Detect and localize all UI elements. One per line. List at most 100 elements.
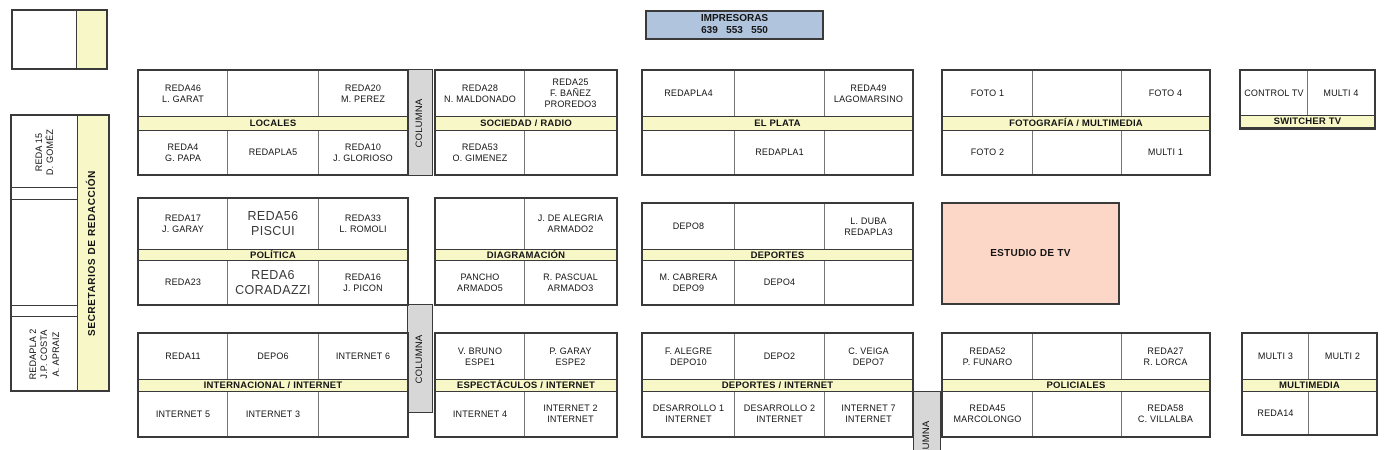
desk-cell: REDAPLA4 [643,71,735,116]
desk-cell: REDA11 [139,334,228,379]
secretarios-desk-column: REDA 15 D. GOMÉZ REDAPLA 2 J.P. COSTA A.… [12,116,78,390]
desk-cell: REDA52 P. FUNARO [943,334,1033,379]
group-fotografia-multimedia: FOTO 1 FOTO 4 FOTOGRAFÍA / MULTIMEDIA FO… [941,69,1211,176]
desk-cell: MULTI 2 [1324,351,1361,362]
desk-cell [319,392,407,436]
section-header: INTERNACIONAL / INTERNET [139,379,407,392]
desk-cell: INTERNET 2 INTERNET [543,403,598,424]
desk-cell [735,204,825,249]
desk-cell: C. VEIGA DEPO7 [848,345,889,367]
secretarios-label-strip: SECRETARIOS DE REDACCIÓN [78,116,108,390]
group-multimedia: MULTI 3 MULTI 2 MULTIMEDIA REDA14 [1241,332,1378,436]
desk-cell: INTERNET 7 INTERNET [841,403,896,424]
rotated-desk-cell [12,200,77,306]
group-espectaculos-internet: V. BRUNO ESPE1 P. GARAY ESPE2 ESPECTÁCUL… [434,332,618,438]
desk-cell: REDA20 M. PEREZ [340,82,386,104]
desk-cell: REDA27 R. LORCA [1143,345,1188,367]
desk-cell: R. PASCUAL ARMADO3 [543,271,598,293]
desk-cell: F. ALEGRE DEPO10 [643,334,735,379]
group-internacional-internet: REDA11 DEPO6 INTERNET 6 INTERNACIONAL / … [137,332,409,438]
section-header: LOCALES [139,116,407,131]
printers-title: IMPRESORAS [700,12,769,24]
desk-cell: REDA33 L. ROMOLI [339,213,387,234]
group-el-plata: REDAPLA4 REDA49 LAGOMARSINO EL PLATA RED… [641,69,914,176]
desk-cell: MULTI 4 [1323,87,1359,98]
studio-tv-area: ESTUDIO DE TV [941,202,1120,305]
desk-cell: V. BRUNO ESPE1 [436,334,525,379]
desk-cell: FOTO 1 [943,71,1033,116]
desk-cell: REDA10 J. GLORIOSO [333,141,393,163]
desk-cell: DEPO4 [735,261,825,304]
section-header: MULTIMEDIA [1243,379,1376,392]
desk-cell [643,131,735,174]
desk-cell: REDAPLA5 [228,131,319,174]
desk-cell: FOTO 4 [1148,88,1183,99]
desk-cell: REDA16 J. PICON [343,271,383,293]
desk-cell: REDA45 MARCOLONGO [943,392,1033,436]
desk-cell: INTERNET 6 [335,351,391,362]
desk-cell: REDA53 O. GIMENEZ [436,131,525,174]
desk-cell: MULTI 3 [1243,334,1309,379]
group-deportes: DEPO8 L. DUBA REDAPLA3 DEPORTES M. CABRE… [641,202,914,306]
desk-cell: REDA28 N. MALDONADO [436,71,525,116]
desk-cell: REDA56 PISCUI [228,199,319,249]
desk-cell: DEPO6 [228,334,319,379]
section-header: DIAGRAMACIÓN [436,249,616,261]
desk-cell: DESARROLLO 1 INTERNET [643,392,735,436]
group-switcher-tv: CONTROL TV MULTI 4 SWITCHER TV [1239,69,1376,130]
desk-yellow-strip [76,11,106,68]
desk-cell [1033,392,1122,436]
desk-cell: L. DUBA REDAPLA3 [844,215,893,237]
desk-cell [735,71,825,116]
desk-cell: REDA4 G. PAPA [139,131,228,174]
desk-cell: REDA58 C. VILLALBA [1137,403,1194,424]
desk-cell [525,131,616,174]
printers-box: IMPRESORAS 639 553 550 [645,10,824,40]
desk-cell: REDA23 [139,261,228,304]
section-header: DEPORTES [643,249,912,261]
desk-cell [436,199,525,249]
desk-cell: INTERNET 3 [228,392,319,436]
section-header: POLÍTICA [139,249,407,261]
desk-cell: REDA46 L. GARAT [139,71,228,116]
desk-cell [825,261,912,304]
desk-cell [1033,131,1122,174]
section-header: POLICIALES [943,379,1209,392]
desk-cell: REDA6 CORADAZZI [228,261,319,304]
group-policiales: REDA52 P. FUNARO REDA27 R. LORCA POLICIA… [941,332,1211,438]
desk-cell: J. DE ALEGRIA ARMADO2 [537,213,604,234]
desk-cell: MULTI 1 [1147,147,1184,158]
desk-cell: INTERNET 4 [436,392,525,436]
rotated-desk-cell: REDAPLA 2 J.P. COSTA A. APRAIZ [27,328,61,379]
printers-numbers: 639 553 550 [701,25,768,36]
group-sociedad-radio: REDA28 N. MALDONADO REDA25 F. BAÑEZ PROR… [434,69,618,176]
group-diagramacion: J. DE ALEGRIA ARMADO2 DIAGRAMACIÓN PANCH… [434,197,618,306]
group-deportes-internet: F. ALEGRE DEPO10 DEPO2 C. VEIGA DEPO7 DE… [641,332,914,438]
section-header: EL PLATA [643,116,912,131]
desk-cell: REDAPLA1 [735,131,825,174]
section-header: SWITCHER TV [1241,115,1374,128]
desk-cell: INTERNET 5 [139,392,228,436]
desk-cell [1033,71,1122,116]
group-locales: REDA46 L. GARAT REDA20 M. PEREZ LOCALES … [137,69,409,176]
secretarios-block: REDA 15 D. GOMÉZ REDAPLA 2 J.P. COSTA A.… [10,114,110,392]
desk-cell: DEPO8 [643,204,735,249]
desk-cell: DESARROLLO 2 INTERNET [735,392,825,436]
desk-cell: CONTROL TV [1241,71,1308,115]
desk-cell: FOTO 2 [943,131,1033,174]
group-politica: REDA17 J. GARAY REDA56 PISCUI REDA33 L. … [137,197,409,306]
columna-strip: COLUMNA [407,69,433,176]
desk-cell: REDA17 J. GARAY [139,199,228,249]
columna-strip: COLUMNA [407,304,433,413]
desk-cell [228,71,319,116]
desk-cell: REDA25 F. BAÑEZ PROREDO3 [544,77,597,109]
desk-cell [1033,334,1122,379]
desk-cell: DEPO2 [735,334,825,379]
section-header: SOCIEDAD / RADIO [436,116,616,131]
rotated-desk-cell [12,306,77,317]
desk-cell: PANCHO ARMADO5 [436,261,525,304]
desk-cell: P. GARAY ESPE2 [549,345,592,367]
desk-cell: REDA14 [1243,392,1309,434]
desk-cell [1309,392,1376,434]
rotated-desk-cell [12,188,77,200]
